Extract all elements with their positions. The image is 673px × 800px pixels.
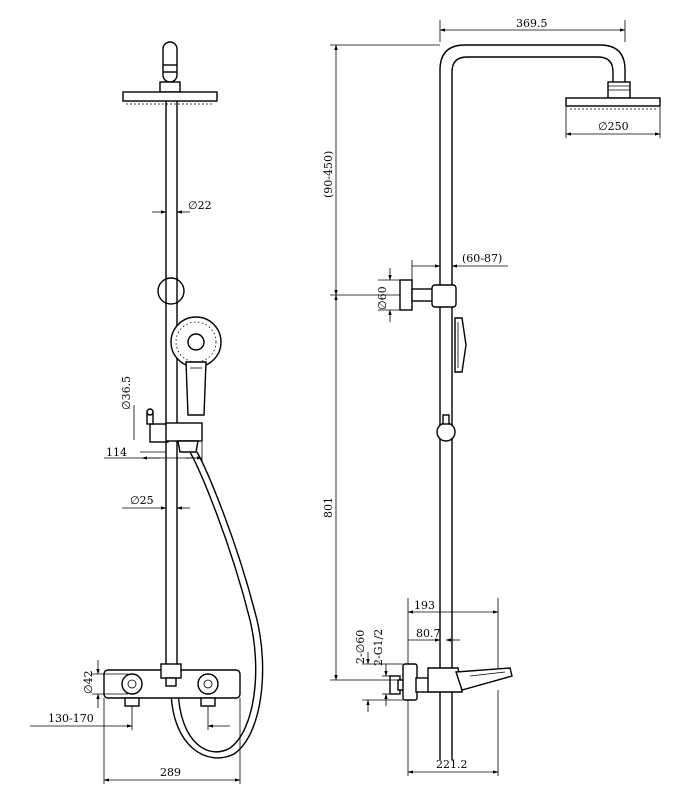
svg-text:221.2: 221.2 — [436, 758, 468, 771]
svg-text:193: 193 — [414, 599, 435, 612]
svg-text:801: 801 — [322, 497, 335, 518]
dim-head-dia: ∅250 — [565, 106, 661, 138]
dim-pipe-upper: ∅22 — [152, 199, 212, 214]
dim-mixer-width: 289 — [103, 698, 241, 784]
side-slider — [436, 422, 456, 442]
dim-riser-height: 801 — [322, 294, 398, 681]
front-wall-bracket — [157, 277, 185, 305]
dim-bracket-dia: ∅60 — [376, 268, 400, 322]
front-hose — [177, 451, 257, 753]
dim-adjust-height: (90-450) — [322, 44, 440, 296]
dim-pipe-lower: ∅25 — [122, 494, 190, 510]
svg-text:(60-87): (60-87) — [462, 252, 502, 265]
svg-text:∅42: ∅42 — [82, 670, 95, 694]
dim-inlet-spacing: 130-170 — [30, 706, 230, 730]
svg-text:2-G1/2: 2-G1/2 — [372, 629, 385, 666]
svg-text:80.7: 80.7 — [416, 627, 441, 640]
svg-text:369.5: 369.5 — [516, 17, 548, 30]
svg-text:289: 289 — [160, 766, 181, 779]
front-hand-shower — [170, 316, 222, 416]
svg-text:2-∅60: 2-∅60 — [354, 630, 367, 664]
dim-knob-dia: ∅42 — [82, 660, 128, 708]
dim-pipe-offset: 80.7 — [408, 627, 460, 642]
side-view: 369.5 ∅250 (90-450) (60-87) — [322, 17, 661, 776]
side-hand-shower — [454, 317, 467, 373]
dim-bracket-offset: (60-87) — [411, 252, 508, 280]
svg-text:114: 114 — [106, 446, 127, 459]
svg-text:∅25: ∅25 — [130, 494, 154, 507]
svg-text:(90-450): (90-450) — [322, 151, 335, 198]
side-mixer — [389, 663, 513, 701]
svg-text:130-170: 130-170 — [48, 712, 94, 725]
dim-inlet-thread: 2-G1/2 — [372, 629, 390, 706]
dim-escutcheon-dia: 2-∅60 — [354, 630, 403, 712]
svg-text:∅60: ∅60 — [376, 286, 389, 310]
side-wall-bracket — [399, 279, 457, 311]
front-slider — [146, 408, 203, 453]
dim-holder-dia: ∅36.5 — [120, 376, 135, 440]
front-mixer-bar — [103, 663, 241, 707]
dim-arm-reach: 369.5 — [439, 17, 626, 42]
dim-mixer-depth: 221.2 — [407, 690, 499, 776]
front-riser-pipe — [165, 101, 178, 672]
svg-text:∅22: ∅22 — [188, 199, 212, 212]
front-shower-head — [122, 41, 218, 105]
dim-spout-reach: 193 — [407, 598, 499, 668]
svg-text:∅250: ∅250 — [598, 120, 629, 133]
dim-slider-offset: 114 — [104, 442, 203, 462]
front-view: ∅22 ∅36.5 114 ∅25 ∅42 — [30, 41, 264, 784]
side-riser-arm — [439, 44, 661, 760]
svg-text:∅36.5: ∅36.5 — [120, 376, 133, 410]
